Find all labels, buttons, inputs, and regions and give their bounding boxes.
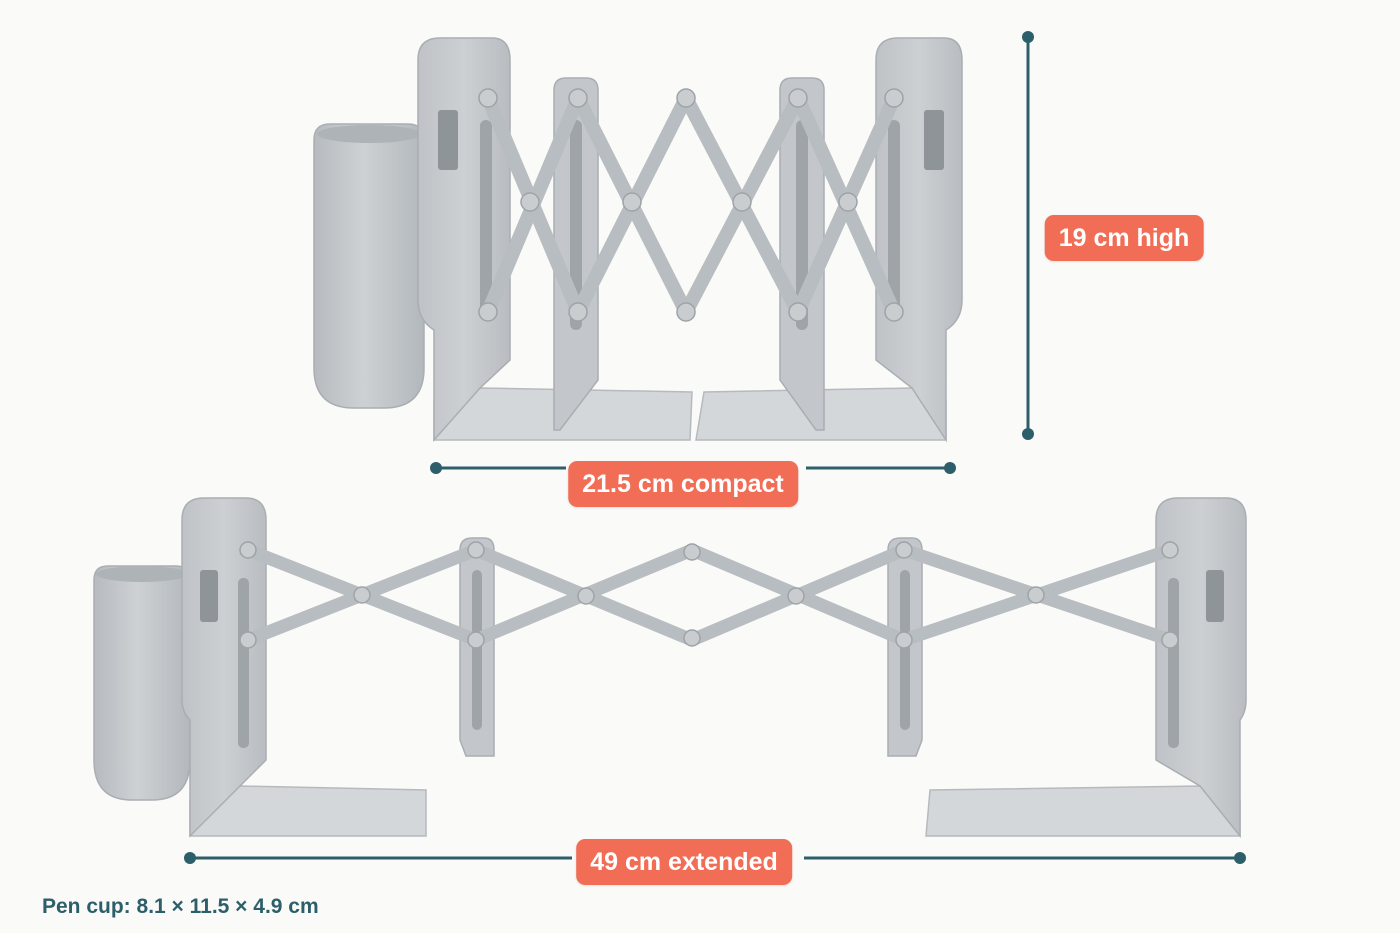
pen-cup-extended (93, 565, 191, 801)
compact-dimension-line (430, 462, 956, 474)
extended-bookend (93, 497, 1247, 839)
compact-width-label: 21.5 cm compact (568, 461, 798, 507)
pen-cup-compact (313, 123, 425, 409)
height-label: 19 cm high (1044, 215, 1204, 261)
height-dimension-line (1022, 31, 1034, 440)
extended-width-label: 49 cm extended (576, 839, 792, 885)
compact-bookend (313, 37, 963, 443)
pen-cup-dimensions-note: Pen cup: 8.1 × 11.5 × 4.9 cm (42, 895, 319, 918)
extended-dimension-line (184, 852, 1246, 864)
